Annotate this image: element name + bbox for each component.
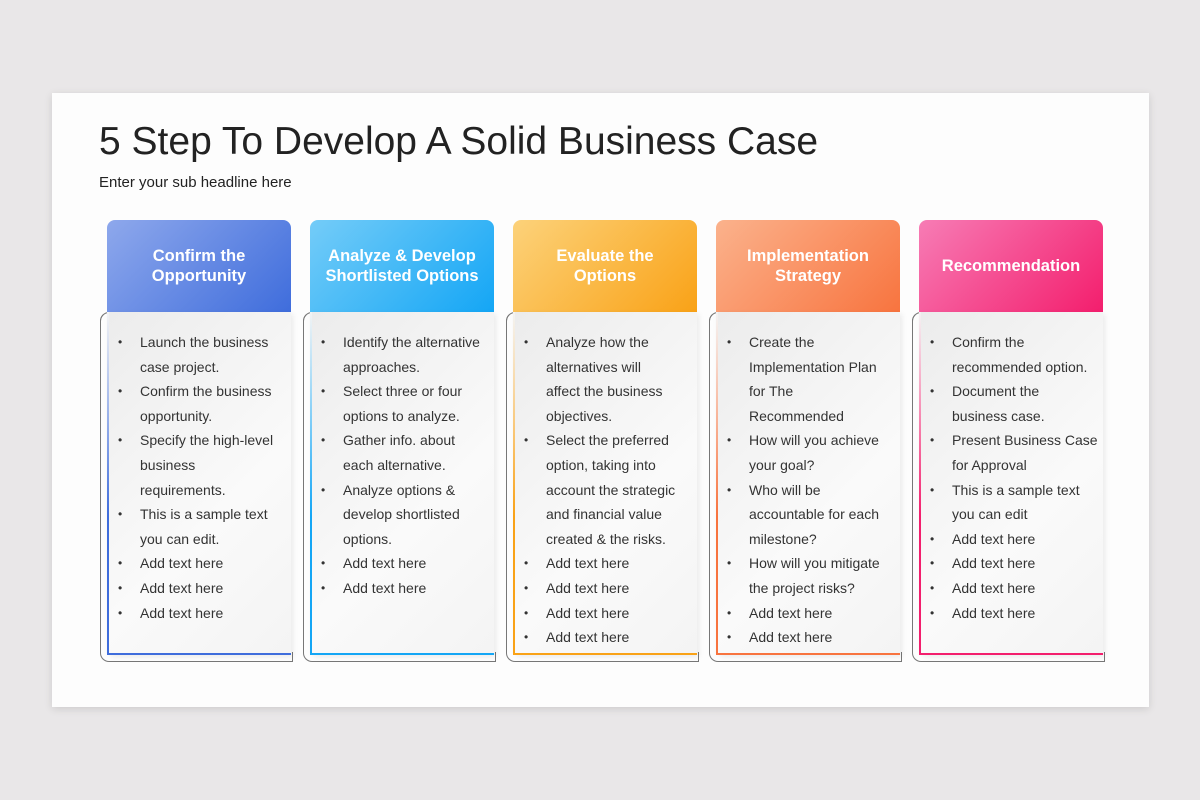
list-item: •Confirm the recommended option. bbox=[930, 330, 1099, 379]
list-item: •Add text here bbox=[930, 576, 1099, 601]
bullet-icon: • bbox=[727, 630, 732, 645]
list-item: •Add text here bbox=[321, 576, 490, 601]
list-item: •Gather info. about each alternative. bbox=[321, 428, 490, 477]
list-item: •Add text here bbox=[524, 601, 693, 626]
card-body: •Identify the alternative approaches.•Se… bbox=[310, 312, 494, 655]
list-item: •Add text here bbox=[727, 625, 896, 650]
sub-headline: Enter your sub headline here bbox=[99, 174, 292, 191]
card-outline bbox=[912, 312, 1105, 662]
list-item: •Add text here bbox=[930, 601, 1099, 626]
bullet-list: •Launch the business case project.•Confi… bbox=[118, 330, 287, 625]
bullet-icon: • bbox=[727, 335, 732, 349]
bullet-icon: • bbox=[118, 507, 123, 522]
list-item: •Add text here bbox=[727, 601, 896, 626]
step-card-5: Recommendation •Confirm the recommended … bbox=[912, 220, 1105, 662]
page-title: 5 Step To Develop A Solid Business Case bbox=[99, 120, 819, 163]
bullet-icon: • bbox=[930, 384, 935, 399]
step-card-1: Confirm the Opportunity •Launch the busi… bbox=[100, 220, 293, 662]
bullet-icon: • bbox=[118, 605, 123, 620]
list-item: •Add text here bbox=[930, 551, 1099, 576]
card-header: Confirm the Opportunity bbox=[107, 220, 291, 312]
card-outline bbox=[303, 312, 496, 662]
bullet-icon: • bbox=[930, 335, 935, 349]
list-item: •Document the business case. bbox=[930, 379, 1099, 428]
card-header: Recommendation bbox=[919, 220, 1103, 312]
bullet-icon: • bbox=[524, 630, 529, 645]
bullet-icon: • bbox=[524, 605, 529, 620]
list-item: •How will you achieve your goal? bbox=[727, 428, 896, 477]
list-item: •Create the Implementation Plan for The … bbox=[727, 330, 896, 428]
bullet-icon: • bbox=[321, 482, 326, 497]
list-item: •Select three or four options to analyze… bbox=[321, 379, 490, 428]
bullet-icon: • bbox=[321, 384, 326, 399]
bullet-icon: • bbox=[930, 605, 935, 620]
bullet-icon: • bbox=[727, 433, 732, 448]
list-item: •Confirm the business opportunity. bbox=[118, 379, 287, 428]
card-body: •Confirm the recommended option.•Documen… bbox=[919, 312, 1103, 655]
list-item: •Add text here bbox=[118, 601, 287, 626]
bullet-list: •Create the Implementation Plan for The … bbox=[727, 330, 896, 650]
bullet-icon: • bbox=[321, 556, 326, 571]
bullet-icon: • bbox=[118, 433, 123, 448]
list-item: •Identify the alternative approaches. bbox=[321, 330, 490, 379]
list-item: •Add text here bbox=[524, 625, 693, 650]
card-body: •Analyze how the alternatives will affec… bbox=[513, 312, 697, 655]
bullet-icon: • bbox=[930, 482, 935, 497]
list-item: •Add text here bbox=[524, 551, 693, 576]
bullet-icon: • bbox=[930, 531, 935, 546]
bullet-icon: • bbox=[727, 556, 732, 571]
step-card-4: Implementation Strategy •Create the Impl… bbox=[709, 220, 902, 662]
list-item: •Add text here bbox=[930, 527, 1099, 552]
bullet-icon: • bbox=[727, 605, 732, 620]
bullet-icon: • bbox=[118, 556, 123, 571]
list-item: •How will you mitigate the project risks… bbox=[727, 551, 896, 600]
bullet-icon: • bbox=[524, 556, 529, 571]
card-body: •Launch the business case project.•Confi… bbox=[107, 312, 291, 655]
bullet-list: •Analyze how the alternatives will affec… bbox=[524, 330, 693, 650]
step-card-3: Evaluate the Options •Analyze how the al… bbox=[506, 220, 699, 662]
bullet-icon: • bbox=[524, 433, 529, 448]
list-item: •Add text here bbox=[524, 576, 693, 601]
card-outline bbox=[709, 312, 902, 662]
list-item: •Add text here bbox=[118, 576, 287, 601]
bullet-icon: • bbox=[321, 433, 326, 448]
card-body: •Create the Implementation Plan for The … bbox=[716, 312, 900, 655]
slide: 5 Step To Develop A Solid Business Case … bbox=[52, 93, 1149, 707]
list-item: •Present Business Case for Approval bbox=[930, 428, 1099, 477]
bullet-icon: • bbox=[321, 335, 326, 349]
bullet-list: •Identify the alternative approaches.•Se… bbox=[321, 330, 490, 601]
bullet-icon: • bbox=[118, 384, 123, 399]
list-item: •Analyze how the alternatives will affec… bbox=[524, 330, 693, 428]
bullet-icon: • bbox=[930, 556, 935, 571]
bullet-icon: • bbox=[118, 580, 123, 595]
list-item: •Analyze options & develop shortlisted o… bbox=[321, 478, 490, 552]
bullet-list: •Confirm the recommended option.•Documen… bbox=[930, 330, 1099, 625]
step-card-2: Analyze & Develop Shortlisted Options •I… bbox=[303, 220, 496, 662]
bullet-icon: • bbox=[930, 433, 935, 448]
list-item: •Add text here bbox=[118, 551, 287, 576]
bullet-icon: • bbox=[524, 335, 529, 349]
bullet-icon: • bbox=[930, 580, 935, 595]
list-item: •This is a sample text you can edit bbox=[930, 478, 1099, 527]
card-header: Implementation Strategy bbox=[716, 220, 900, 312]
list-item: •Launch the business case project. bbox=[118, 330, 287, 379]
bullet-icon: • bbox=[524, 580, 529, 595]
card-header: Evaluate the Options bbox=[513, 220, 697, 312]
list-item: •Specify the high-level business require… bbox=[118, 428, 287, 502]
card-outline bbox=[506, 312, 699, 662]
list-item: •Add text here bbox=[321, 551, 490, 576]
card-header: Analyze & Develop Shortlisted Options bbox=[310, 220, 494, 312]
bullet-icon: • bbox=[321, 580, 326, 595]
list-item: •This is a sample text you can edit. bbox=[118, 502, 287, 551]
bullet-icon: • bbox=[118, 335, 123, 349]
list-item: •Who will be accountable for each milest… bbox=[727, 478, 896, 552]
list-item: •Select the preferred option, taking int… bbox=[524, 428, 693, 551]
card-outline bbox=[100, 312, 293, 662]
bullet-icon: • bbox=[727, 482, 732, 497]
